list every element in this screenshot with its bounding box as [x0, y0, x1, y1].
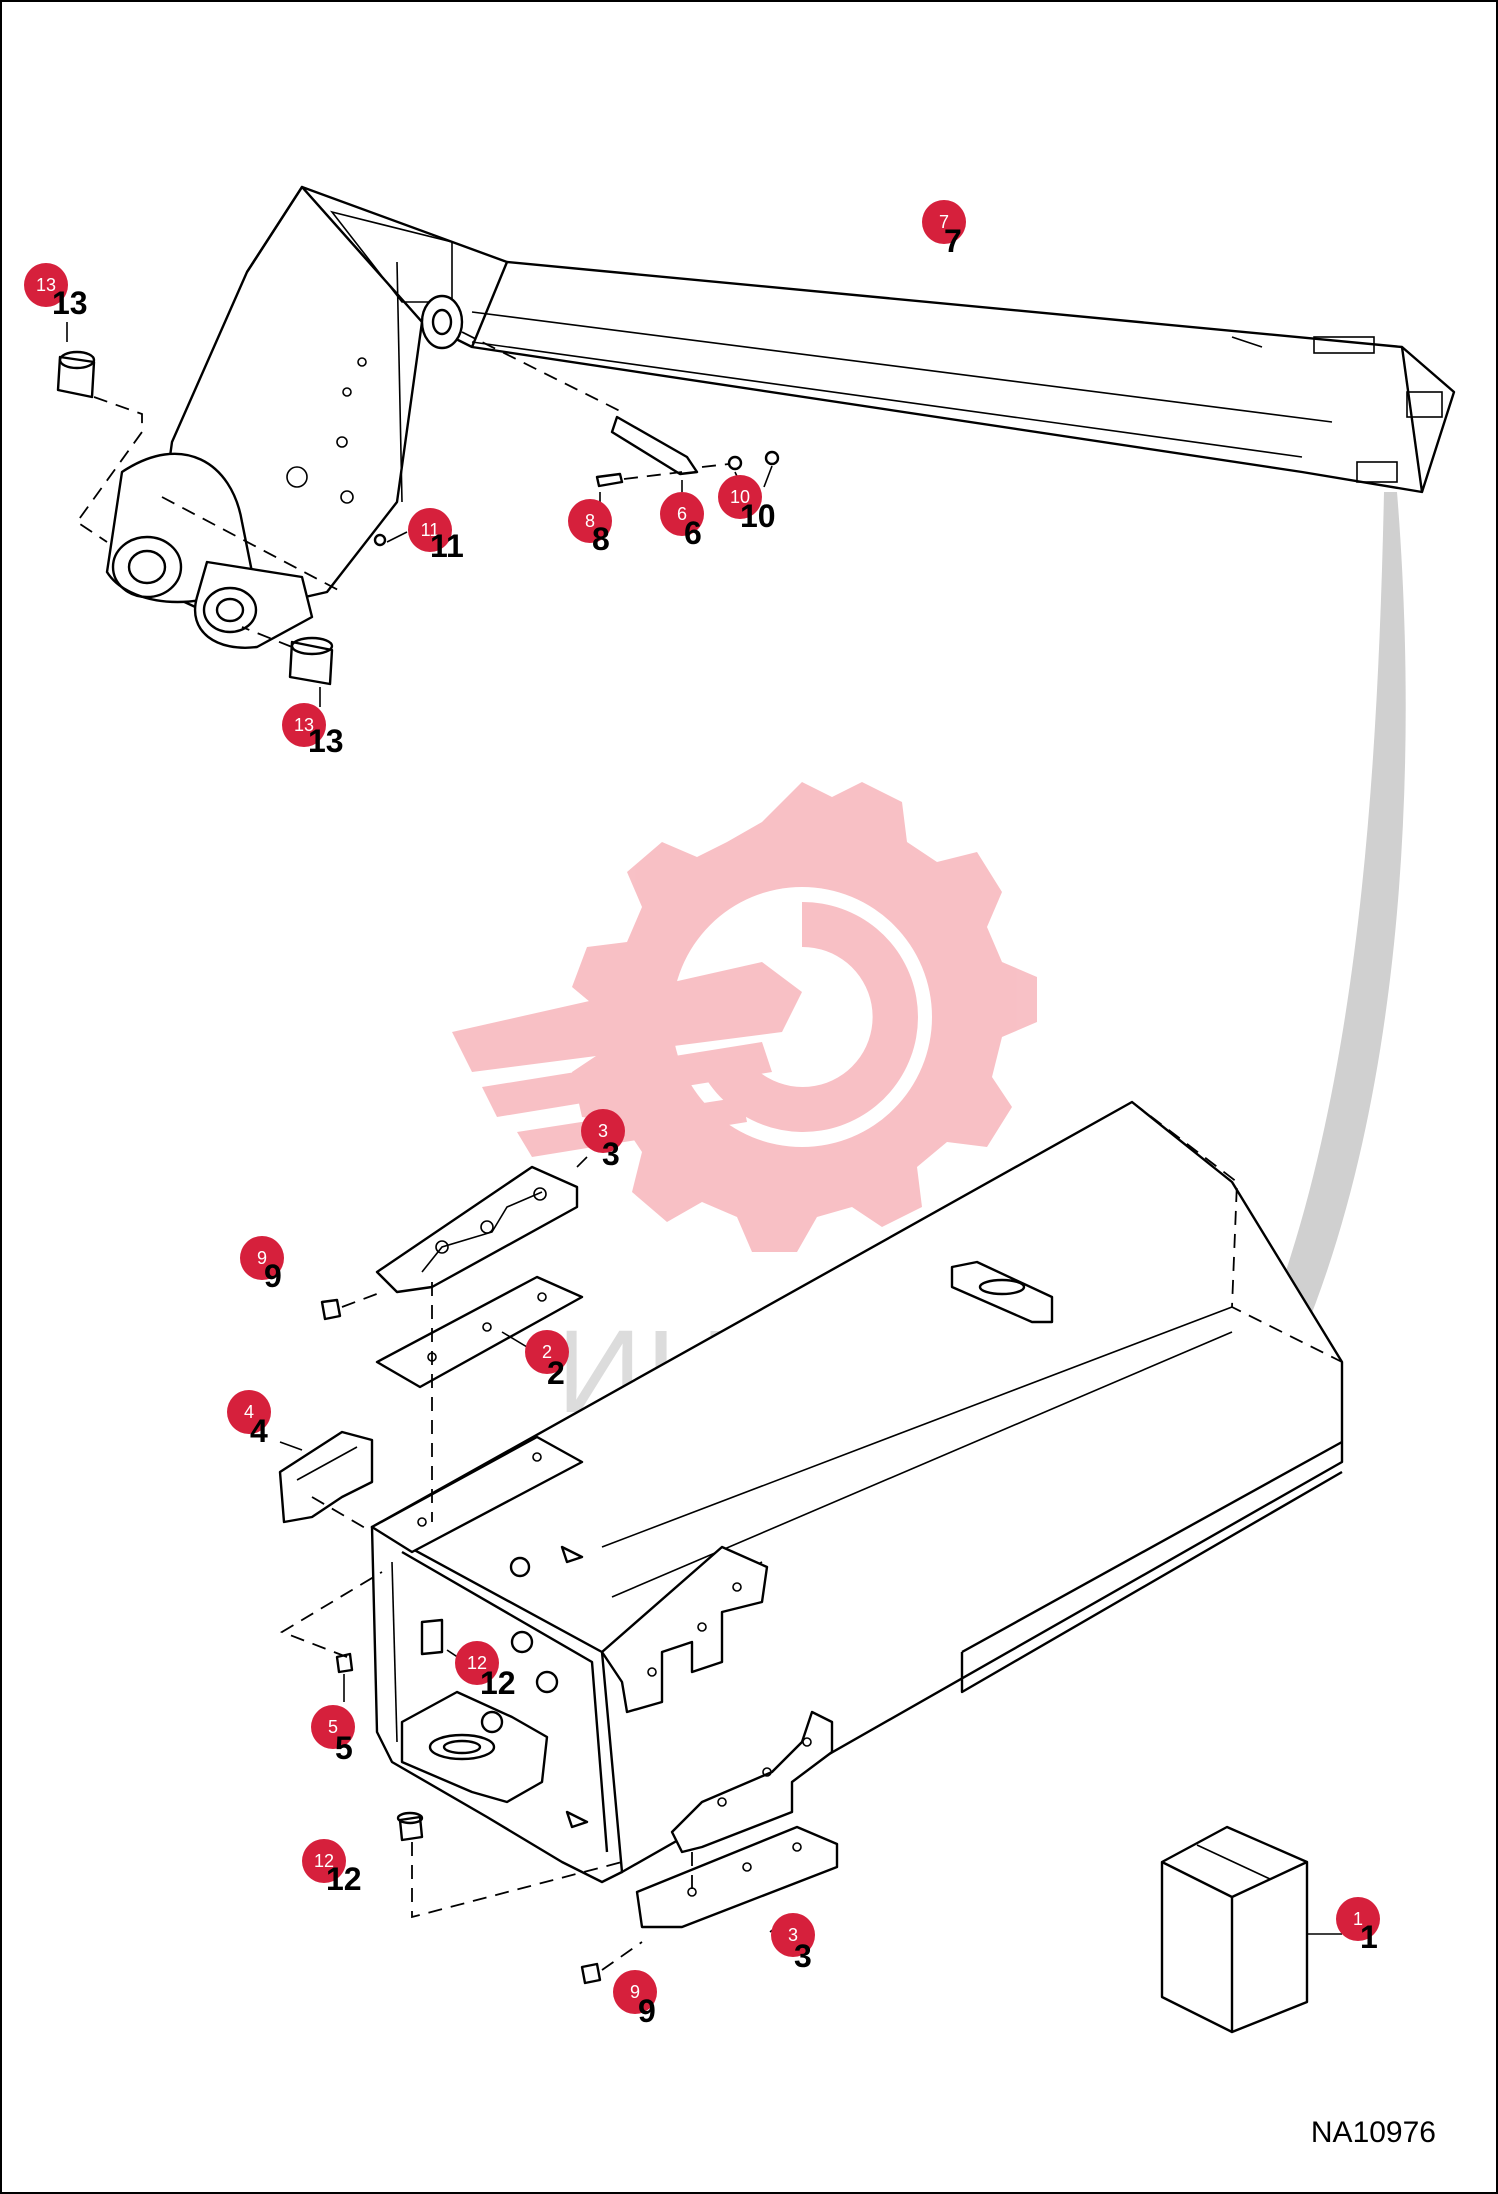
extension-box-assembly [278, 1100, 1344, 1985]
callout-12-lower: 12 [302, 1839, 346, 1883]
svg-text:8: 8 [585, 511, 595, 531]
callout-6: 6 [660, 492, 704, 536]
part-number-labels: 13 13 11 7 8 6 10 3 9 2 4 12 5 12 3 9 1 [52, 223, 1378, 2029]
svg-text:6: 6 [677, 504, 687, 524]
part-number-13-top: 13 [52, 285, 88, 321]
callout-3-top: 3 [581, 1109, 625, 1153]
svg-text:3: 3 [788, 1925, 798, 1945]
part-number-1: 1 [1360, 1919, 1378, 1955]
svg-text:5: 5 [328, 1717, 338, 1737]
callout-7: 7 [922, 200, 966, 244]
svg-text:9: 9 [630, 1982, 640, 2002]
part-number-12-inner: 12 [480, 1665, 516, 1701]
callout-4: 4 [227, 1390, 271, 1434]
part-number-3-bottom: 3 [794, 1938, 812, 1974]
part-number-3-top: 3 [602, 1136, 620, 1172]
svg-text:4: 4 [244, 1402, 254, 1422]
svg-text:13: 13 [36, 275, 56, 295]
svg-text:13: 13 [294, 715, 314, 735]
svg-text:9: 9 [257, 1248, 267, 1268]
callout-1: 1 [1336, 1897, 1380, 1941]
svg-text:7: 7 [939, 212, 949, 232]
part-number-11: 11 [430, 528, 464, 564]
drawing-code-label: NA10976 [1310, 2116, 1436, 2149]
part-number-6: 6 [684, 515, 702, 551]
watermark-gear-logo [452, 782, 1037, 1252]
callout-8: 8 [568, 499, 612, 543]
svg-text:12: 12 [467, 1653, 487, 1673]
svg-text:2: 2 [542, 1342, 552, 1362]
callout-11: 11 [408, 508, 452, 552]
callout-3-bottom: 3 [771, 1913, 815, 1957]
part-number-9-top: 9 [264, 1258, 282, 1294]
part-number-9-bottom: 9 [638, 1993, 656, 2029]
svg-text:10: 10 [730, 487, 750, 507]
svg-text:1: 1 [1353, 1909, 1363, 1929]
part-number-12-lower: 12 [326, 1861, 362, 1897]
callout-9-top: 9 [240, 1236, 284, 1280]
callout-13-bottom: 13 [282, 703, 326, 747]
callout-9-bottom: 9 [613, 1970, 657, 2014]
callout-10: 10 [718, 475, 762, 519]
part-number-2: 2 [547, 1355, 565, 1391]
callout-12-inner: 12 [455, 1641, 499, 1685]
callout-markers: 13 13 11 7 8 6 10 3 9 2 4 12 5 12 3 9 1 [24, 200, 1380, 2014]
part-number-4: 4 [250, 1413, 268, 1449]
callout-13-top: 13 [24, 263, 68, 307]
part-number-7: 7 [944, 223, 962, 259]
part-number-5: 5 [335, 1730, 353, 1766]
boom-arm [56, 185, 1456, 686]
kit-box [1160, 1825, 1342, 2034]
callout-2: 2 [525, 1330, 569, 1374]
callout-5: 5 [311, 1705, 355, 1749]
svg-text:12: 12 [314, 1851, 334, 1871]
svg-text:3: 3 [598, 1121, 608, 1141]
part-number-8: 8 [592, 521, 610, 557]
part-number-13-bottom: 13 [308, 723, 344, 759]
svg-text:11: 11 [421, 520, 440, 540]
part-number-10: 10 [740, 498, 776, 534]
